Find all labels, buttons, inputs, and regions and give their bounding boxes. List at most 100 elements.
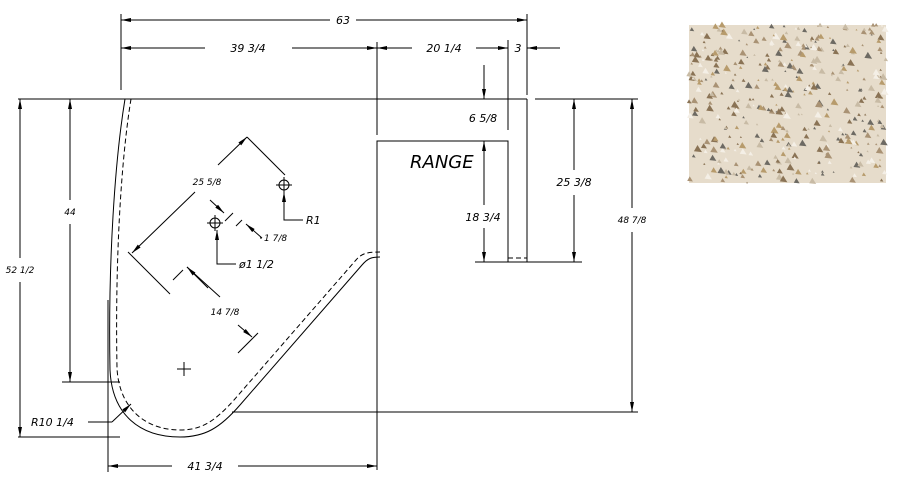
swatch-speck <box>877 105 880 107</box>
swatch-speck <box>706 92 713 99</box>
swatch-speck <box>865 159 872 165</box>
swatch-speck <box>864 132 872 139</box>
swatch-speck <box>799 139 807 147</box>
swatch-speck <box>858 88 863 92</box>
swatch-speck <box>689 27 695 32</box>
swatch-speck <box>745 102 752 109</box>
swatch-speck <box>871 22 876 27</box>
swatch-speck <box>838 127 844 132</box>
swatch-speck <box>825 152 828 155</box>
swatch-speck <box>720 91 724 95</box>
swatch-speck <box>790 58 794 62</box>
swatch-speck <box>827 92 832 96</box>
swatch-speck <box>780 151 787 157</box>
swatch-speck <box>857 151 860 154</box>
swatch-speck <box>828 36 832 39</box>
dim-hole-offset: 1 7/8 <box>264 234 287 244</box>
swatch-speck <box>753 53 756 57</box>
swatch-speck <box>860 29 867 35</box>
swatch-speck <box>779 92 784 97</box>
swatch-speck <box>808 90 813 95</box>
swatch-speck <box>726 146 730 150</box>
swatch-speck <box>728 135 732 138</box>
swatch-speck <box>816 146 824 153</box>
swatch-speck <box>757 173 763 178</box>
swatch-speck <box>844 137 853 145</box>
swatch-speck <box>757 104 765 111</box>
swatch-speck <box>850 139 857 146</box>
swatch-speck <box>778 47 783 52</box>
swatch-speck <box>715 113 721 119</box>
swatch-speck <box>829 38 837 45</box>
swatch-speck <box>879 68 882 71</box>
swatch-speck <box>828 124 833 128</box>
swatch-speck <box>876 38 882 44</box>
swatch-speck <box>776 168 783 174</box>
swatch-speck <box>709 91 715 97</box>
swatch-speck <box>697 78 702 82</box>
swatch-speck <box>690 52 696 57</box>
swatch-speck <box>859 152 864 157</box>
swatch-speck <box>739 65 743 70</box>
swatch-speck <box>746 56 749 59</box>
swatch-speck <box>874 97 882 104</box>
swatch-speck <box>701 58 705 61</box>
swatch-speck <box>781 137 785 141</box>
swatch-speck <box>847 119 853 124</box>
swatch-speck <box>770 126 779 134</box>
swatch-speck <box>793 178 800 184</box>
swatch-speck <box>849 46 857 54</box>
swatch-speck <box>813 119 821 126</box>
swatch-speck <box>725 32 733 40</box>
swatch-speck <box>817 161 821 165</box>
swatch-speck <box>867 27 872 31</box>
swatch-speck <box>879 159 881 161</box>
swatch-speck <box>739 171 743 175</box>
swatch-speck <box>805 172 809 175</box>
swatch-speck <box>712 23 719 30</box>
swatch-speck <box>713 57 719 62</box>
countertop-outline <box>18 98 638 470</box>
swatch-speck <box>841 65 848 72</box>
swatch-speck <box>835 76 842 82</box>
swatch-speck <box>850 146 853 149</box>
radius-leader <box>88 403 132 423</box>
swatch-speck <box>738 58 745 65</box>
swatch-speck <box>793 156 797 160</box>
dim-range-depth: 18 3/4 <box>465 211 500 224</box>
swatch-speck <box>879 51 883 54</box>
swatch-speck <box>715 49 718 52</box>
swatch-speck <box>724 126 728 130</box>
swatch-speck <box>705 54 712 61</box>
center-cross-icon <box>177 362 191 376</box>
swatch-speck <box>832 171 835 173</box>
swatch-speck <box>876 133 880 137</box>
swatch-speck <box>697 80 702 85</box>
swatch-speck <box>740 168 747 174</box>
swatch-speck <box>814 172 818 175</box>
swatch-speck <box>731 172 737 176</box>
swatch-speck <box>881 25 889 33</box>
swatch-speck <box>799 51 807 58</box>
swatch-speck <box>845 43 850 48</box>
swatch-speck <box>814 36 820 41</box>
dim-hole-radius: R1 <box>306 214 321 227</box>
swatch-speck <box>784 132 791 139</box>
swatch-speck <box>704 138 711 145</box>
swatch-speck <box>795 102 802 109</box>
swatch-speck <box>720 147 726 153</box>
swatch-speck <box>826 25 830 29</box>
swatch-speck <box>814 111 823 118</box>
swatch-speck <box>718 46 723 50</box>
swatch-speck <box>868 157 876 164</box>
swatch-speck <box>810 43 818 51</box>
swatch-speck <box>776 139 781 144</box>
swatch-speck <box>691 56 700 63</box>
swatch-speck <box>854 101 862 108</box>
swatch-speck <box>807 127 810 131</box>
swatch-speck <box>830 98 839 106</box>
swatch-speck <box>757 79 760 82</box>
swatch-speck <box>774 84 782 91</box>
swatch-speck <box>717 159 722 164</box>
swatch-speck <box>706 104 714 112</box>
